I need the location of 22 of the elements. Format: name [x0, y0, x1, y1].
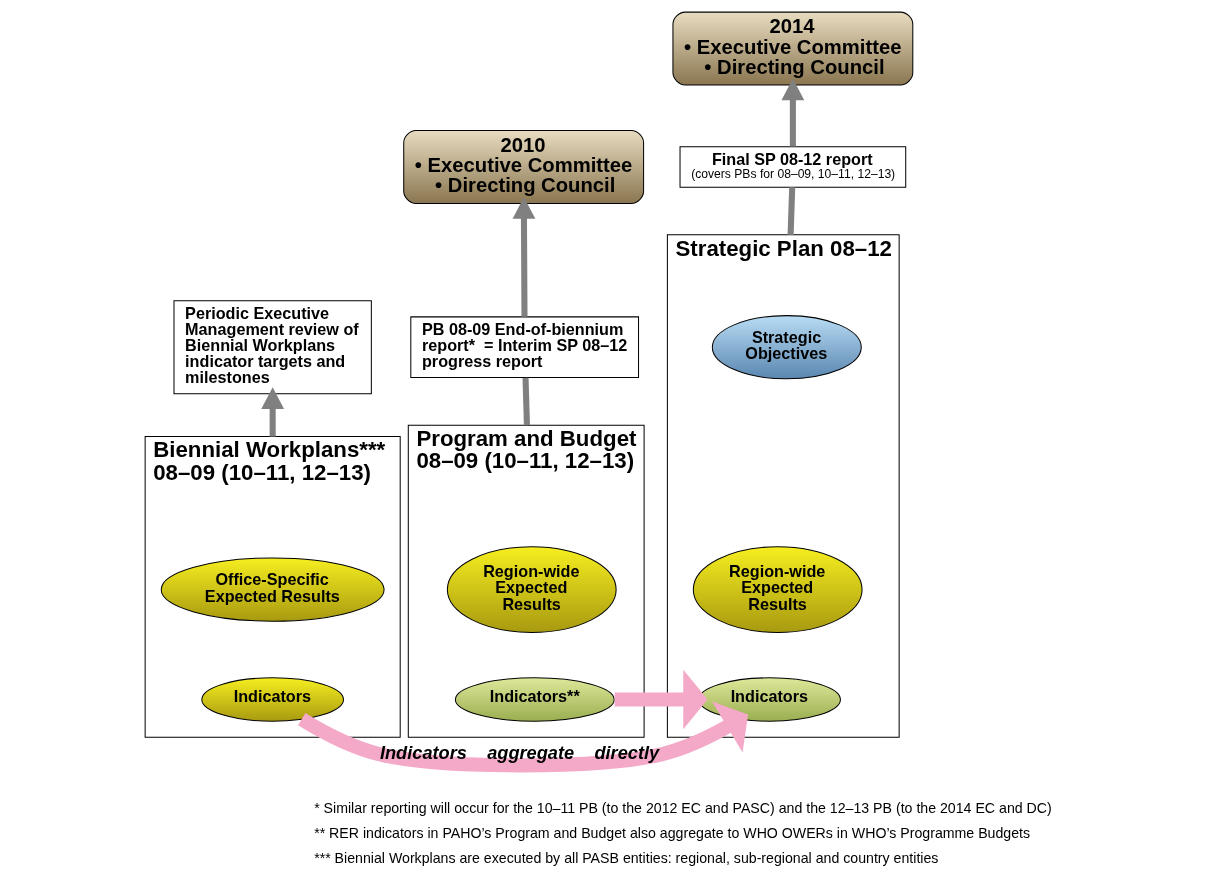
label: *** Biennial Workplans are executed by all PASB entities: regional, sub-regional and country entities	[314, 850, 939, 867]
label: * Similar reporting will occur for the 10–11 PB (to the 2012 EC and PASC) and the 12–13 PB (to the 2014 EC and DC)	[314, 799, 1052, 816]
label: ** RER indicators in PAHO’s Program and Budget also aggregate to WHO OWERs in WHO’s Programme Budgets	[314, 825, 1031, 842]
connector	[522, 377, 530, 426]
node-box: Periodic Executive Management review of Biennial Workplans indicator targets and milestones	[173, 300, 372, 395]
node-ellipse: Region-wide Expected Results	[446, 546, 617, 633]
node-box: PB 08-09 End-of-biennium report* = Interim SP 08–12 progress report	[410, 316, 640, 379]
arrow	[261, 387, 285, 437]
arrow	[614, 669, 708, 730]
edge-label: Indicators aggregate directly	[379, 742, 660, 763]
node-ellipse: Indicators	[201, 677, 345, 722]
node-ellipse: Strategic Objectives	[711, 315, 862, 380]
arrow	[781, 78, 805, 147]
node-ellipse: Office-Specific Expected Results	[160, 557, 385, 622]
arrow	[512, 197, 536, 317]
node-box: Final SP 08-12 report (covers PBs for 08–09, 10–11, 12–13)	[679, 146, 907, 188]
node-ellipse: Indicators**	[454, 677, 615, 722]
node-box: 2014 • Executive Committee • Directing Council	[672, 11, 914, 86]
arrow	[298, 701, 749, 773]
node-ellipse: Region-wide Expected Results	[692, 546, 863, 633]
connector	[787, 187, 796, 235]
node-box: 2010 • Executive Committee • Directing Council	[403, 130, 645, 204]
